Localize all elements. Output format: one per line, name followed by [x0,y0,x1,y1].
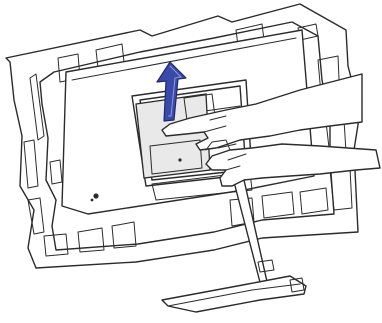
monitor-stand [161,179,307,313]
screw-hole-icon [93,193,99,199]
arrow-up-icon [156,61,187,122]
hand-left [161,73,363,151]
stand-bracket [135,93,217,179]
hand-right [205,139,381,187]
